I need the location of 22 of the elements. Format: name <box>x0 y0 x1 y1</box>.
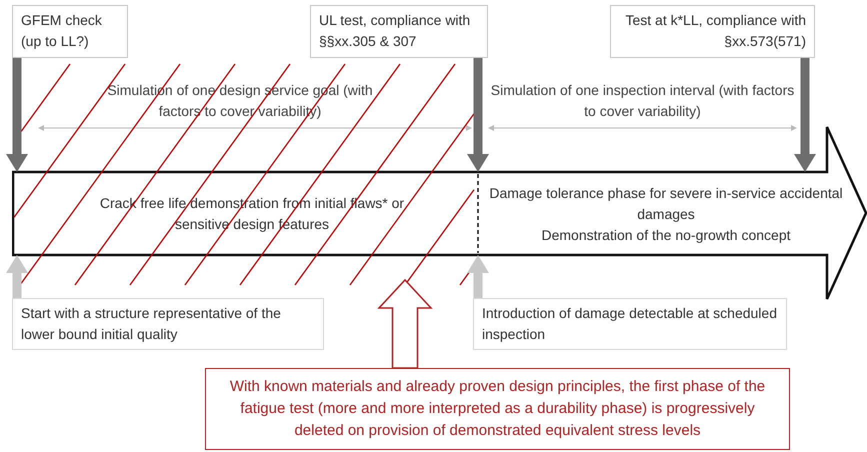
dimension-label: Simulation of one inspection interval (with factors to cover variability) <box>490 81 795 121</box>
note-box <box>12 5 128 58</box>
arrow <box>467 58 489 172</box>
node-text: Test at k*LL, compliance with §xx.573(571) <box>624 11 806 51</box>
node-text: Start with a structure representative of the lower bound initial quality <box>21 304 282 344</box>
timeline-arrow <box>12 126 867 300</box>
node-text: Demonstration of the no-growth concept <box>540 226 792 245</box>
arrow <box>6 255 28 298</box>
node-text: UL test, compliance with §§xx.305 & 307 <box>319 11 472 51</box>
note-box <box>12 298 324 350</box>
node-text: Introduction of damage detectable at scheduled inspection <box>482 304 778 344</box>
arrow <box>377 278 433 369</box>
note-box <box>473 298 787 350</box>
arrow <box>6 58 28 172</box>
arrow <box>794 58 816 172</box>
arrow <box>467 255 489 298</box>
callout-box <box>205 368 790 450</box>
node-text: With known materials and already proven design principles, the first phase of the fatigue test (more and more interpreted as a durability phase) is progressively deleted on provision of demonstrated equivalent stress levels <box>228 377 766 441</box>
node-text: GFEM check (up to LL?) <box>21 11 103 51</box>
node-text: Damage tolerance phase for severe in-service accidental damages <box>488 184 844 224</box>
note-box <box>610 5 815 58</box>
note-box <box>310 5 488 58</box>
